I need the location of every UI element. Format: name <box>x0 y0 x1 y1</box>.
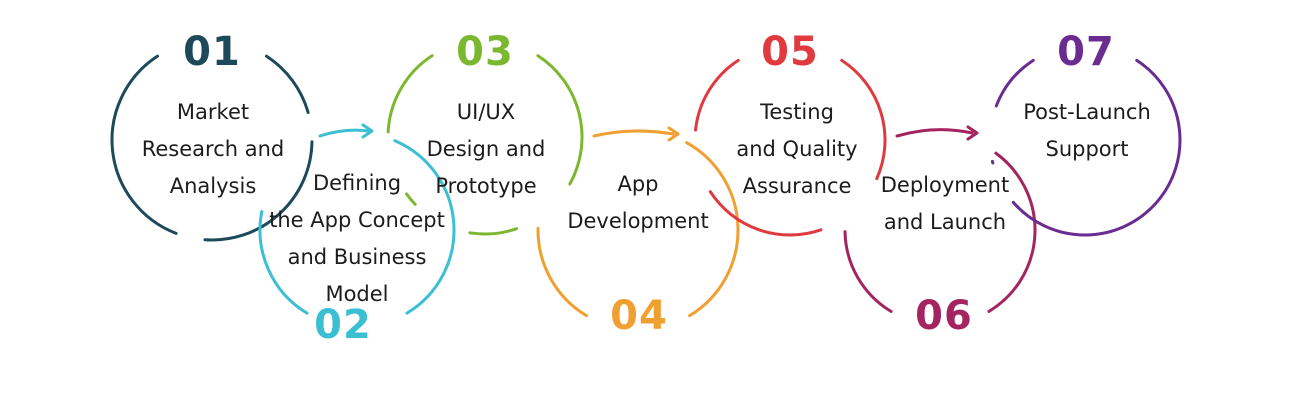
step-02-label-line-3: and Business <box>257 239 457 276</box>
step-07-label: Post-Launch Support <box>987 94 1187 168</box>
step-06-number: 06 <box>889 296 999 336</box>
step-07-label-line-2: Support <box>987 131 1187 168</box>
step-07-number: 07 <box>1031 32 1141 72</box>
step-04-ring-arc-2 <box>538 228 586 315</box>
step-01-label-line-1: Market <box>113 94 313 131</box>
step-04-label-line-2: Development <box>538 203 738 240</box>
step-06-label-line-2: and Launch <box>845 204 1045 241</box>
step-05-label-line-1: Testing <box>697 94 897 131</box>
step-06-label-line-1: Deployment <box>845 167 1045 204</box>
step-01-label-line-2: Research and <box>113 131 313 168</box>
step-03-label-line-2: Design and <box>386 131 586 168</box>
step-03-label-line-1: UI/UX <box>386 94 586 131</box>
step-01-number: 01 <box>157 32 267 72</box>
step-06-ring-arc-2 <box>845 232 891 312</box>
step-02-label-line-2: the App Concept <box>257 202 457 239</box>
step-03-ring-arc-2 <box>470 229 517 234</box>
step-02-number: 02 <box>288 305 398 345</box>
step-05-number: 05 <box>735 32 845 72</box>
step-06-label: Deployment and Launch <box>845 167 1045 241</box>
connector-arrow-3 <box>897 130 972 136</box>
connector-arrow-1 <box>320 130 368 136</box>
step-03-number: 03 <box>430 32 540 72</box>
step-04-number: 04 <box>584 296 694 336</box>
connector-arrow-2 <box>594 131 673 136</box>
step-07-label-line-1: Post-Launch <box>987 94 1187 131</box>
step-05-label-line-2: and Quality <box>697 131 897 168</box>
